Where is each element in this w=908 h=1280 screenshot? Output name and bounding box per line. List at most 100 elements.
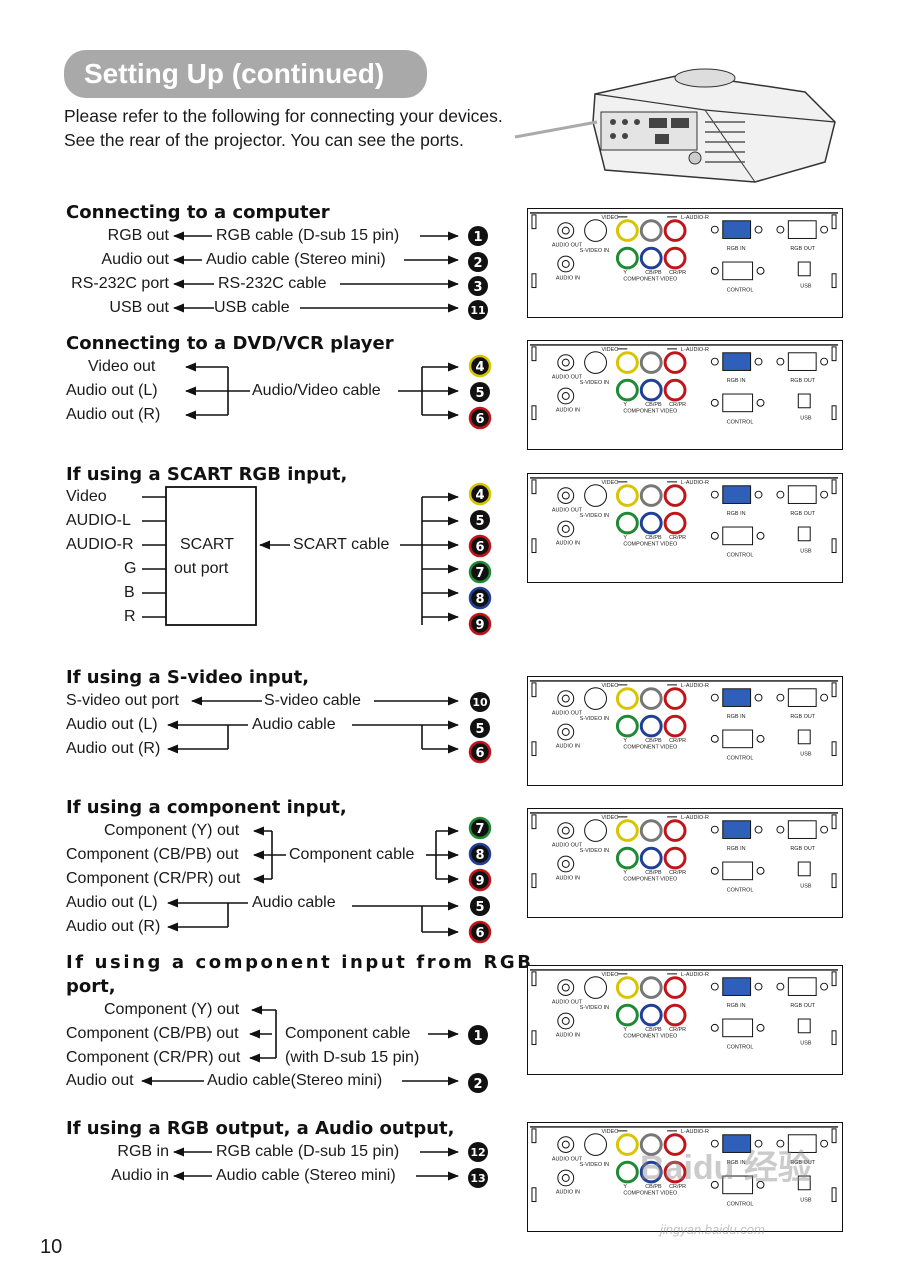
svg-text:AUDIO IN: AUDIO IN <box>556 276 580 282</box>
svg-text:AUDIO OUT: AUDIO OUT <box>552 999 583 1005</box>
svg-text:USB: USB <box>800 416 812 422</box>
svg-text:CONTROL: CONTROL <box>727 1044 754 1050</box>
row-left-label: S-video out port <box>66 692 179 709</box>
svg-text:VIDEO: VIDEO <box>602 683 619 689</box>
svg-text:AUDIO IN: AUDIO IN <box>556 408 580 414</box>
row-left-label: Component (Y) out <box>104 1001 240 1018</box>
num-badge: 7 <box>468 816 492 840</box>
svg-text:CR/PR: CR/PR <box>669 870 686 876</box>
row-left-label: RGB in <box>117 1143 169 1160</box>
section-title-comp-rgb-2: port, <box>66 976 116 997</box>
svg-text:COMPONENT VIDEO: COMPONENT VIDEO <box>623 277 677 283</box>
num-badge: 6 <box>468 740 492 764</box>
svg-text:RGB OUT: RGB OUT <box>790 511 816 517</box>
svg-text:3: 3 <box>473 280 482 295</box>
row-cable-label: SCART cable <box>293 536 390 553</box>
intro-line-2: See the rear of the projector. You can s… <box>64 130 464 150</box>
num-badge: 10 <box>470 692 490 712</box>
svg-text:9: 9 <box>475 874 484 889</box>
svg-text:5: 5 <box>475 514 484 529</box>
num-badge: 6 <box>468 920 492 944</box>
num-badge: 1 <box>468 1025 488 1045</box>
scart-box-label-2: out port <box>174 560 229 577</box>
svg-text:RGB OUT: RGB OUT <box>790 378 816 384</box>
num-badge: 5 <box>470 896 490 916</box>
svg-text:AUDIO OUT: AUDIO OUT <box>552 242 583 248</box>
section-title-dvd: Connecting to a DVD/VCR player <box>66 333 394 354</box>
svg-text:7: 7 <box>475 822 484 837</box>
row-cable-label: Audio/Video cable <box>252 382 381 399</box>
section-title-scart: If using a SCART RGB input, <box>66 464 348 485</box>
svg-text:CONTROL: CONTROL <box>727 552 754 558</box>
svg-text:Y: Y <box>623 535 627 541</box>
num-badge: 9 <box>468 868 492 892</box>
section-title-comp-rgb: If using a component input from RGB <box>66 952 534 973</box>
svg-text:S-VIDEO IN: S-VIDEO IN <box>580 380 609 386</box>
svg-text:CR/PR: CR/PR <box>669 270 686 276</box>
svg-text:Y: Y <box>623 1027 627 1033</box>
svg-text:CR/PR: CR/PR <box>669 738 686 744</box>
num-badge: 8 <box>468 842 492 866</box>
row-left-label: Component (CB/PB) out <box>66 1025 239 1042</box>
num-badge: 2 <box>468 1073 488 1093</box>
svg-text:USB: USB <box>800 884 812 890</box>
num-badge: 13 <box>468 1168 488 1188</box>
row-left-label: Audio out (R) <box>66 918 161 935</box>
svg-text:CONTROL: CONTROL <box>727 755 754 761</box>
svg-text:AUDIO OUT: AUDIO OUT <box>552 374 583 380</box>
svg-text:RGB OUT: RGB OUT <box>790 846 816 852</box>
num-badge: 11 <box>468 300 488 320</box>
row-cable-label: RGB cable (D-sub 15 pin) <box>216 227 400 244</box>
row-cable-label: (with D-sub 15 pin) <box>285 1049 420 1066</box>
svg-text:RGB IN: RGB IN <box>727 1003 746 1009</box>
row-left-label: Component (CR/PR) out <box>66 1049 241 1066</box>
row-left-label: B <box>124 584 135 601</box>
svg-text:COMPONENT VIDEO: COMPONENT VIDEO <box>623 409 677 415</box>
num-badge: 6 <box>468 534 492 558</box>
svg-text:Y: Y <box>623 402 627 408</box>
row-left-label: Audio out (L) <box>66 894 158 911</box>
svg-text:L-AUDIO-R: L-AUDIO-R <box>681 1129 709 1135</box>
svg-text:Y: Y <box>623 738 627 744</box>
section-title-computer: Connecting to a computer <box>66 202 330 223</box>
svg-text:CR/PR: CR/PR <box>669 535 686 541</box>
num-badge: 2 <box>468 252 488 272</box>
row-left-label: Audio out <box>66 1072 134 1089</box>
page-number: 10 <box>40 1236 63 1258</box>
svg-text:CB/PB: CB/PB <box>645 870 662 876</box>
svg-text:Y: Y <box>623 870 627 876</box>
svg-text:S-VIDEO IN: S-VIDEO IN <box>580 1005 609 1011</box>
svg-text:AUDIO IN: AUDIO IN <box>556 541 580 547</box>
svg-text:12: 12 <box>470 1146 485 1159</box>
projector-illustration <box>514 68 836 183</box>
svg-text:CB/PB: CB/PB <box>645 1027 662 1033</box>
row-cable-label: Component cable <box>289 846 415 863</box>
svg-text:RGB OUT: RGB OUT <box>790 1160 816 1166</box>
row-left-label: Audio out (R) <box>66 406 161 423</box>
svg-text:L-AUDIO-R: L-AUDIO-R <box>681 683 709 689</box>
svg-text:RGB OUT: RGB OUT <box>790 246 816 252</box>
svg-text:S-VIDEO IN: S-VIDEO IN <box>580 848 609 854</box>
section-title-rgb-out: If using a RGB output, a Audio output, <box>66 1118 455 1139</box>
row-left-label: RS-232C port <box>71 275 169 292</box>
svg-text:4: 4 <box>475 488 484 503</box>
row-cable-label: USB cable <box>214 299 290 316</box>
svg-text:CB/PB: CB/PB <box>645 535 662 541</box>
svg-text:CONTROL: CONTROL <box>727 419 754 425</box>
svg-text:COMPONENT VIDEO: COMPONENT VIDEO <box>623 877 677 883</box>
svg-text:CB/PB: CB/PB <box>645 402 662 408</box>
svg-text:2: 2 <box>473 256 482 271</box>
svg-text:CR/PR: CR/PR <box>669 1027 686 1033</box>
svg-text:6: 6 <box>475 746 484 761</box>
svg-text:CONTROL: CONTROL <box>727 287 754 293</box>
svg-text:5: 5 <box>475 900 484 915</box>
svg-text:VIDEO: VIDEO <box>602 972 619 978</box>
row-cable-label: Audio cable(Stereo mini) <box>207 1072 383 1089</box>
row-left-label: Audio out (L) <box>66 382 158 399</box>
svg-text:RGB IN: RGB IN <box>727 378 746 384</box>
row-cable-label: RGB cable (D-sub 15 pin) <box>216 1143 400 1160</box>
